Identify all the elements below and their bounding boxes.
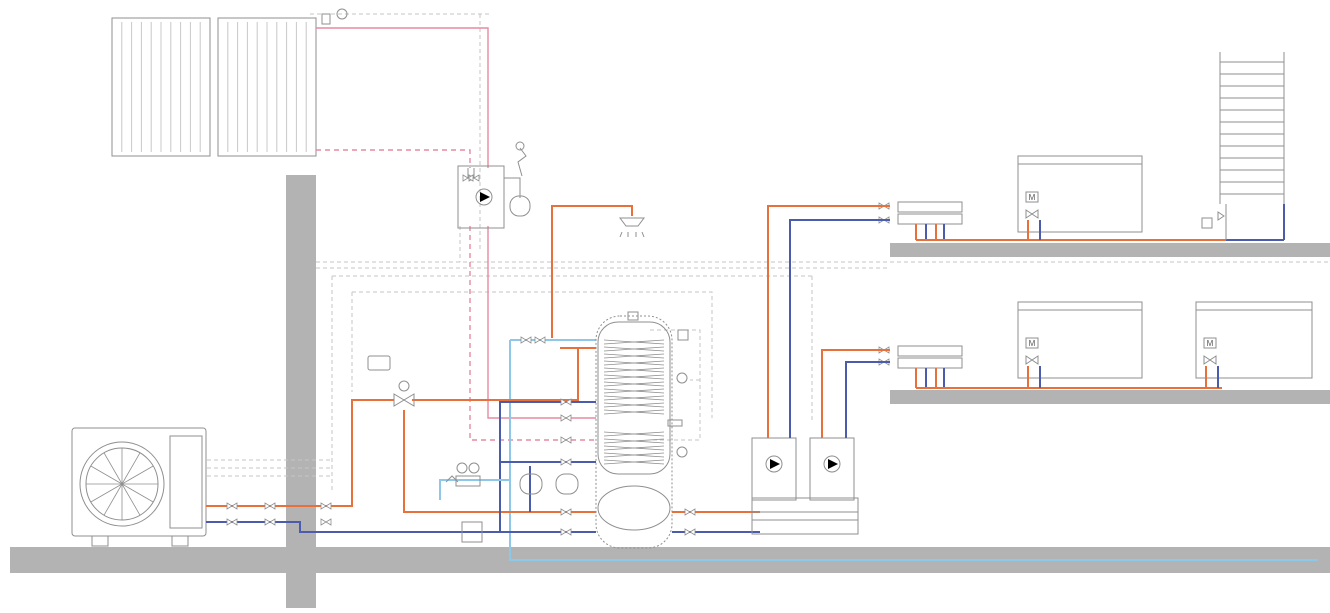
valve-icon bbox=[264, 502, 276, 510]
fan-blade bbox=[103, 452, 123, 485]
valve-icon bbox=[226, 518, 238, 526]
valve-icon bbox=[560, 414, 572, 422]
fan-coil-upper: M bbox=[1017, 155, 1143, 240]
valve-icon bbox=[560, 398, 572, 406]
heating-pump-group-2 bbox=[809, 437, 855, 501]
valve-icon bbox=[560, 436, 572, 444]
fan-blade bbox=[121, 465, 154, 485]
valve-icon bbox=[560, 528, 572, 536]
solar-pump-station bbox=[457, 141, 531, 229]
fan-blade bbox=[90, 465, 123, 485]
solar-collector-2 bbox=[217, 17, 317, 157]
floor-manifold-lower bbox=[897, 345, 963, 388]
buffer-vessels bbox=[519, 473, 579, 495]
valve-icon bbox=[560, 508, 572, 516]
heating-pump-group-1 bbox=[751, 437, 797, 501]
combination-storage-tank bbox=[595, 311, 689, 549]
upper-floor-circuits: M bbox=[897, 52, 1285, 241]
fan-blade bbox=[121, 483, 154, 503]
solar-loop bbox=[316, 27, 596, 441]
shower-assembly bbox=[509, 205, 1318, 561]
fan-blade bbox=[121, 483, 141, 516]
fan-blade bbox=[90, 483, 123, 503]
solar-collectors bbox=[111, 8, 348, 157]
shower-head bbox=[619, 217, 645, 227]
coil-turn bbox=[603, 431, 665, 437]
upper-heat-exchanger-coil bbox=[603, 339, 665, 415]
coil-turn bbox=[603, 459, 665, 465]
controller-display bbox=[367, 355, 391, 371]
distribution-header bbox=[751, 497, 859, 535]
collector-sensor-icon bbox=[321, 8, 348, 25]
coil-turn bbox=[603, 452, 665, 458]
coil-turn bbox=[603, 395, 665, 401]
valve-icon bbox=[462, 174, 474, 182]
hydraulic-separator bbox=[461, 521, 483, 543]
coil-turn bbox=[603, 402, 665, 408]
floor-manifold-upper bbox=[897, 201, 963, 240]
three-way-valve bbox=[393, 380, 415, 407]
valve-icon bbox=[560, 458, 572, 466]
heating-distribution bbox=[751, 205, 890, 535]
motor-label: M bbox=[1029, 193, 1036, 202]
pump-icon bbox=[480, 192, 490, 202]
fan-coil-lower-2: M bbox=[1195, 301, 1313, 388]
valves bbox=[226, 174, 890, 536]
lower-floor-circuits: M M bbox=[897, 301, 1313, 389]
fan-icon bbox=[86, 448, 158, 520]
coil-turn bbox=[603, 367, 665, 373]
valve-icon bbox=[534, 336, 546, 344]
fan-blade bbox=[121, 452, 141, 485]
coil-turn bbox=[603, 374, 665, 380]
pump-icon bbox=[770, 459, 780, 469]
coil-turn bbox=[603, 438, 665, 444]
motor-label: M bbox=[1207, 339, 1214, 348]
primary-loop bbox=[206, 347, 760, 543]
motor-label: M bbox=[1029, 339, 1036, 348]
towel-radiator bbox=[1201, 52, 1285, 240]
valve-icon bbox=[684, 508, 696, 516]
filling-group bbox=[445, 462, 481, 487]
coil-turn bbox=[603, 445, 665, 451]
lower-heat-exchanger-coil bbox=[603, 431, 665, 465]
valve-icon bbox=[684, 528, 696, 536]
coil-turn bbox=[603, 346, 665, 352]
valve-icon bbox=[320, 518, 332, 526]
coil-turn bbox=[603, 381, 665, 387]
valve-icon bbox=[320, 502, 332, 510]
upper-floor-slab bbox=[890, 243, 1330, 257]
valve-icon bbox=[520, 336, 532, 344]
solar-collector-1 bbox=[111, 17, 211, 157]
fan-blade bbox=[103, 483, 123, 516]
coil-turn bbox=[603, 353, 665, 359]
middle-floor-slab bbox=[890, 390, 1330, 404]
vertical-wall bbox=[286, 175, 316, 608]
valve-icon bbox=[264, 518, 276, 526]
coil-turn bbox=[603, 388, 665, 394]
pump-icon bbox=[828, 459, 838, 469]
valve-icon bbox=[226, 502, 238, 510]
coil-turn bbox=[603, 339, 665, 345]
control-wiring bbox=[205, 13, 1330, 490]
heat-pump-outdoor-unit bbox=[71, 427, 207, 547]
expansion-vessel-solar bbox=[509, 195, 531, 217]
coil-turn bbox=[603, 409, 665, 415]
coil-turn bbox=[603, 360, 665, 366]
fan-coil-lower-1: M bbox=[1017, 301, 1143, 388]
